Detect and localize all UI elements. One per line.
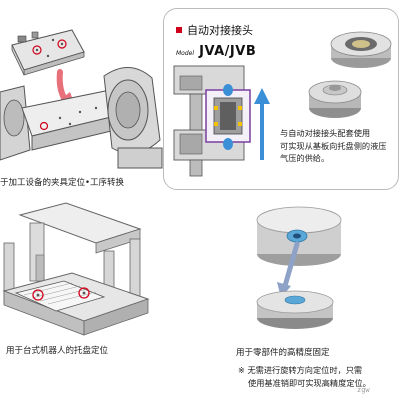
coupler-cross-section — [173, 65, 270, 177]
lower-part — [256, 290, 334, 329]
watermark: zgw — [357, 386, 370, 394]
description-line-1: 与自动对接接头配套使用 — [280, 128, 371, 138]
title-bullet-icon — [176, 27, 182, 33]
model-prefix: Model — [176, 50, 195, 57]
callout-description: 与自动对接接头配套使用 可实现从基板向托盘侧的液压 气压的供给。 — [280, 127, 400, 165]
trunnion-left — [0, 85, 31, 161]
coupler-jvb-photo — [308, 80, 362, 118]
model-value: JVA/JVB — [199, 44, 257, 59]
rotary-table — [21, 87, 133, 151]
note-line-2: 使用基准销即可实现高精度定位。 — [248, 378, 371, 388]
fixture-plate — [11, 29, 85, 76]
coupler-product-photos — [308, 31, 392, 118]
note-line-1: ※ 无需进行旋转方向定位时，只需 — [238, 365, 363, 375]
upper-part — [256, 206, 342, 266]
model-line: Model JVA/JVB — [176, 40, 256, 59]
fixture-machine-illustration — [0, 29, 163, 169]
caption-jig-positioning: 于加工设备的夹具定位•工序转换 — [0, 178, 125, 188]
rotary-head-right — [103, 67, 163, 169]
description-line-3: 气压的供给。 — [280, 153, 330, 163]
caption-part-fixing: 用于零部件的高精度固定 — [236, 348, 330, 358]
positioning-note: ※ 无需进行旋转方向定位时，只需 使用基准销即可实现高精度定位。 — [238, 364, 371, 390]
description-line-2: 可实现从基板向托盘侧的液压 — [280, 140, 387, 151]
callout-title: 自动对接接头 — [176, 22, 253, 38]
coupler-jva-photo — [330, 31, 392, 68]
part-fixing-illustration — [256, 206, 342, 329]
caption-robot-pallet: 用于台式机器人的托盘定位 — [6, 346, 109, 356]
callout-title-text: 自动对接接头 — [187, 24, 253, 37]
desktop-robot-illustration — [2, 202, 150, 336]
